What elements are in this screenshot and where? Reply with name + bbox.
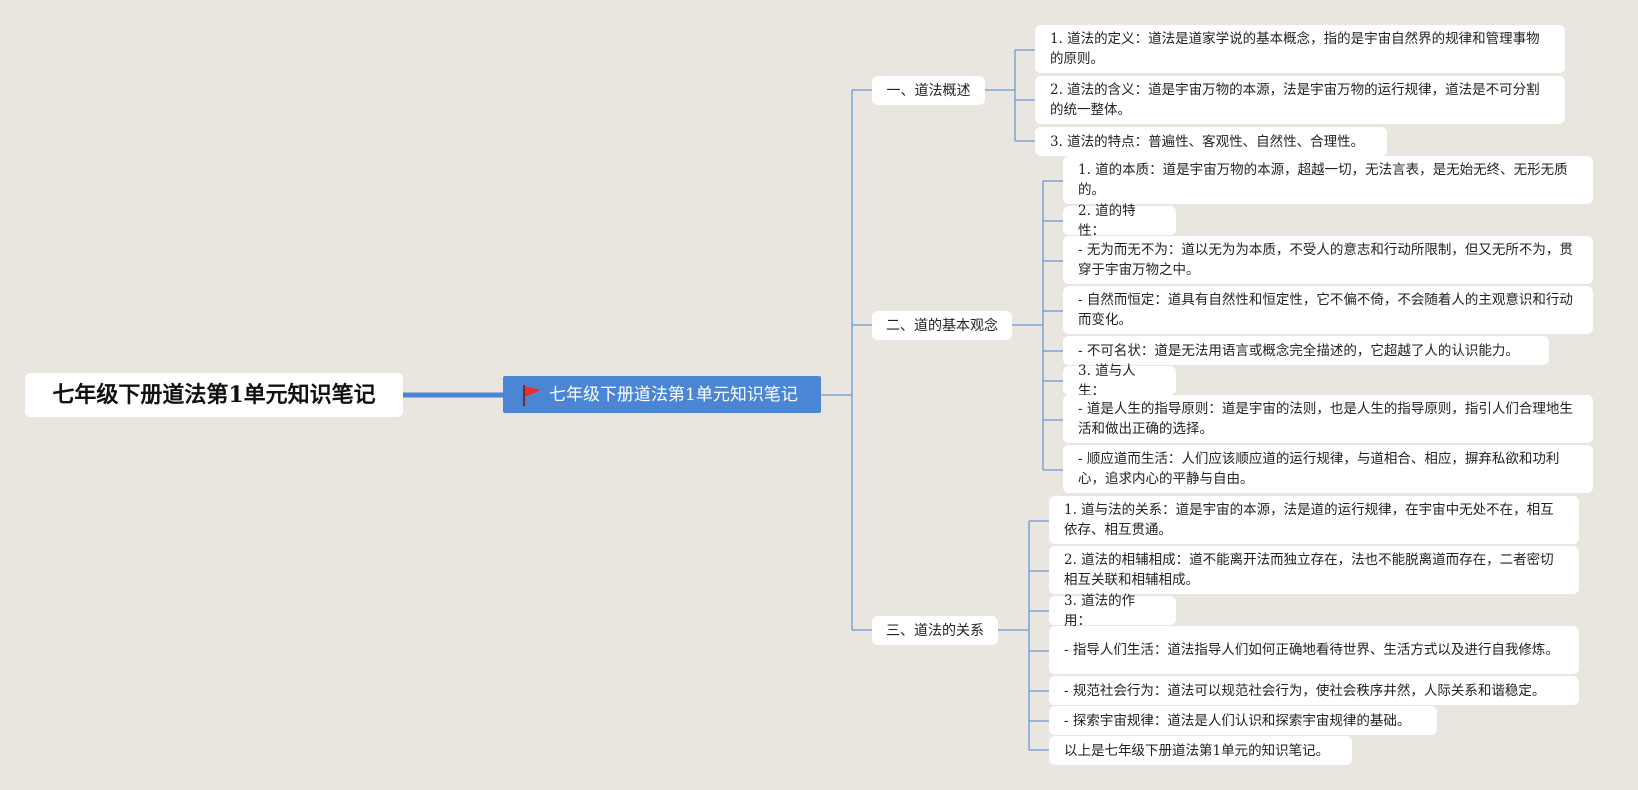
leaf-text: 1. 道法的定义：道法是道家学说的基本概念，指的是宇宙自然界的规律和管理事物的原…	[1050, 31, 1540, 67]
leaf-text: - 自然而恒定：道具有自然性和恒定性，它不偏不倚，不会随着人的主观意识和行动而变…	[1078, 292, 1573, 328]
leaf-node[interactable]: 1. 道与法的关系：道是宇宙的本源，法是道的运行规律，在宇宙中无处不在，相互依存…	[1049, 496, 1579, 544]
leaf-text: - 指导人们生活：道法指导人们如何正确地看待世界、生活方式以及进行自我修炼。	[1064, 642, 1559, 658]
leaf-node[interactable]: - 无为而无不为：道以无为为本质，不受人的意志和行动所限制，但又无所不为，贯穿于…	[1063, 236, 1593, 284]
leaf-node[interactable]: 3. 道与人生：	[1063, 363, 1176, 399]
branch-3-leaf-lines	[998, 520, 1049, 751]
leaf-text: 3. 道法的特点：普遍性、客观性、自然性、合理性。	[1050, 133, 1365, 150]
leaf-text: 1. 道与法的关系：道是宇宙的本源，法是道的运行规律，在宇宙中无处不在，相互依存…	[1064, 502, 1554, 538]
leaf-node[interactable]: - 指导人们生活：道法指导人们如何正确地看待世界、生活方式以及进行自我修炼。	[1049, 626, 1579, 674]
branch-label: 二、道的基本观念	[886, 317, 998, 334]
branch-label: 一、道法概述	[886, 82, 971, 99]
branch-label: 三、道法的关系	[886, 622, 984, 639]
root-node[interactable]: 七年级下册道法第1单元知识笔记	[25, 373, 403, 417]
leaf-node[interactable]: - 不可名状：道是无法用语言或概念完全描述的，它超越了人的认识能力。	[1063, 336, 1549, 365]
leaf-text: 2. 道法的相辅相成：道不能离开法而独立存在，法也不能脱离道而存在，二者密切相互…	[1064, 552, 1554, 588]
leaf-text: 3. 道与人生：	[1078, 362, 1136, 399]
leaf-node[interactable]: 2. 道的特性：	[1063, 203, 1176, 239]
leaf-text: 2. 道的特性：	[1078, 202, 1136, 239]
leaf-node[interactable]: - 道是人生的指导原则：道是宇宙的法则，也是人生的指导原则，指引人们合理地生活和…	[1063, 395, 1593, 443]
flag-icon	[523, 384, 541, 406]
leaf-node[interactable]: - 规范社会行为：道法可以规范社会行为，使社会秩序井然，人际关系和谐稳定。	[1049, 676, 1579, 705]
leaf-node[interactable]: 3. 道法的特点：普遍性、客观性、自然性、合理性。	[1035, 127, 1387, 156]
branch-node-overview[interactable]: 一、道法概述	[872, 76, 985, 105]
branch-node-basic-concepts[interactable]: 二、道的基本观念	[872, 311, 1012, 340]
leaf-text: 3. 道法的作用：	[1064, 592, 1136, 629]
leaf-node[interactable]: 2. 道法的含义：道是宇宙万物的本源，法是宇宙万物的运行规律，道法是不可分割的统…	[1035, 76, 1565, 124]
leaf-node[interactable]: 3. 道法的作用：	[1049, 593, 1176, 629]
center-topic-title: 七年级下册道法第1单元知识笔记	[549, 384, 798, 405]
center-topic-node[interactable]: 七年级下册道法第1单元知识笔记	[503, 376, 821, 413]
leaf-text: - 不可名状：道是无法用语言或概念完全描述的，它超越了人的认识能力。	[1078, 342, 1519, 359]
leaf-node[interactable]: 1. 道的本质：道是宇宙万物的本源，超越一切，无法言表，是无始无终、无形无质的。	[1063, 156, 1593, 204]
leaf-text: - 顺应道而生活：人们应该顺应道的运行规律，与道相合、相应，摒弃私欲和功利心，追…	[1078, 451, 1560, 487]
leaf-node[interactable]: - 自然而恒定：道具有自然性和恒定性，它不偏不倚，不会随着人的主观意识和行动而变…	[1063, 286, 1593, 334]
leaf-node[interactable]: 1. 道法的定义：道法是道家学说的基本概念，指的是宇宙自然界的规律和管理事物的原…	[1035, 25, 1565, 73]
leaf-node[interactable]: - 探索宇宙规律：道法是人们认识和探索宇宙规律的基础。	[1049, 706, 1437, 735]
leaf-text: - 规范社会行为：道法可以规范社会行为，使社会秩序井然，人际关系和谐稳定。	[1064, 682, 1546, 699]
leaf-text: - 无为而无不为：道以无为为本质，不受人的意志和行动所限制，但又无所不为，贯穿于…	[1078, 242, 1573, 278]
leaf-text: 2. 道法的含义：道是宇宙万物的本源，法是宇宙万物的运行规律，道法是不可分割的统…	[1050, 82, 1540, 118]
leaf-text: 以上是七年级下册道法第1单元的知识笔记。	[1064, 742, 1330, 759]
leaf-node[interactable]: 2. 道法的相辅相成：道不能离开法而独立存在，法也不能脱离道而存在，二者密切相互…	[1049, 546, 1579, 594]
center-to-branch-lines	[821, 89, 872, 631]
leaf-text: - 探索宇宙规律：道法是人们认识和探索宇宙规律的基础。	[1064, 712, 1411, 729]
root-title: 七年级下册道法第1单元知识笔记	[52, 382, 376, 408]
branch-2-leaf-lines	[1012, 180, 1063, 471]
leaf-text: - 道是人生的指导原则：道是宇宙的法则，也是人生的指导原则，指引人们合理地生活和…	[1078, 401, 1573, 437]
branch-1-leaf-lines	[985, 49, 1035, 142]
leaf-text: 1. 道的本质：道是宇宙万物的本源，超越一切，无法言表，是无始无终、无形无质的。	[1078, 162, 1568, 198]
branch-node-relationship[interactable]: 三、道法的关系	[872, 616, 998, 645]
leaf-node[interactable]: 以上是七年级下册道法第1单元的知识笔记。	[1049, 736, 1352, 765]
leaf-node[interactable]: - 顺应道而生活：人们应该顺应道的运行规律，与道相合、相应，摒弃私欲和功利心，追…	[1063, 445, 1593, 493]
